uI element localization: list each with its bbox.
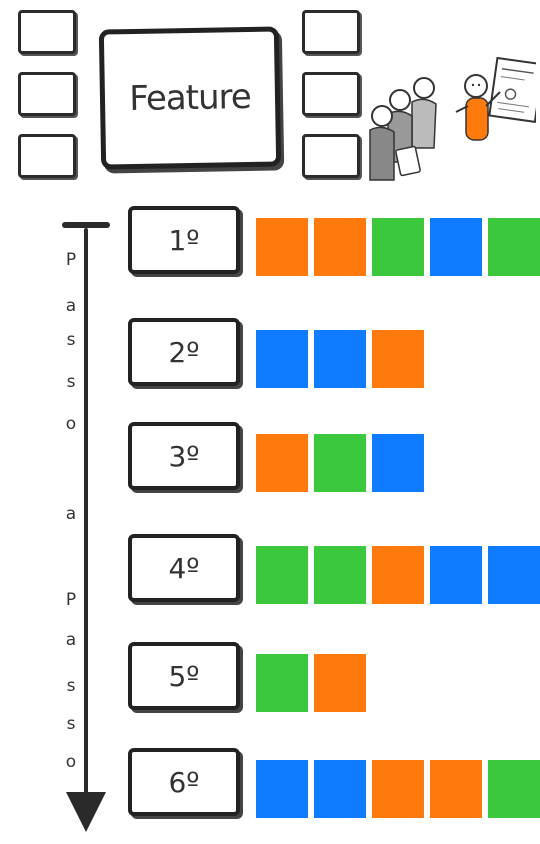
placeholder-card-right-1	[302, 10, 360, 54]
placeholder-card-left-1	[18, 10, 76, 54]
step-label: 4º	[168, 552, 199, 585]
step-block-row-2	[256, 330, 424, 388]
placeholder-card-left-3	[18, 134, 76, 178]
green-block	[256, 546, 308, 604]
step-block-row-3	[256, 434, 424, 492]
placeholder-card-right-2	[302, 72, 360, 116]
blue-block	[256, 330, 308, 388]
feature-label: Feature	[129, 77, 251, 119]
arrow-letter: a	[64, 296, 78, 316]
step-card-4: 4º	[128, 534, 240, 602]
arrow-letter: o	[64, 752, 78, 772]
green-block	[314, 434, 366, 492]
arrow-down-icon	[66, 792, 106, 832]
blue-block	[488, 546, 540, 604]
blue-block	[314, 330, 366, 388]
step-block-row-1	[256, 218, 540, 276]
arrow-letter: s	[64, 372, 78, 392]
orange-block	[256, 434, 308, 492]
arrow-letter: o	[64, 414, 78, 434]
step-card-2: 2º	[128, 318, 240, 386]
arrow-letter: a	[64, 504, 78, 524]
green-block	[488, 760, 540, 818]
step-card-3: 3º	[128, 422, 240, 490]
step-card-6: 6º	[128, 748, 240, 816]
step-block-row-6	[256, 760, 540, 818]
orange-block	[430, 760, 482, 818]
blue-block	[372, 434, 424, 492]
feature-card: Feature	[99, 26, 281, 169]
arrow-letter: P	[64, 590, 78, 610]
placeholder-card-right-3	[302, 134, 360, 178]
green-block	[314, 546, 366, 604]
orange-block	[256, 218, 308, 276]
arrow-letter: s	[64, 676, 78, 696]
step-label: 5º	[168, 660, 199, 693]
blue-block	[430, 546, 482, 604]
step-block-row-4	[256, 546, 540, 604]
team-presentation-illustration	[368, 52, 536, 192]
arrow-letter: s	[64, 330, 78, 350]
step-card-1: 1º	[128, 206, 240, 274]
orange-block	[372, 760, 424, 818]
step-label: 3º	[168, 440, 199, 473]
orange-block	[314, 218, 366, 276]
blue-block	[430, 218, 482, 276]
blue-block	[256, 760, 308, 818]
blue-block	[314, 760, 366, 818]
arrow-letter: P	[64, 250, 78, 270]
arrow-letter: s	[64, 714, 78, 734]
orange-block	[372, 546, 424, 604]
green-block	[256, 654, 308, 712]
orange-block	[372, 330, 424, 388]
step-card-5: 5º	[128, 642, 240, 710]
orange-block	[314, 654, 366, 712]
step-label: 1º	[168, 224, 199, 257]
step-label: 6º	[168, 766, 199, 799]
step-label: 2º	[168, 336, 199, 369]
progress-arrow-line	[84, 228, 88, 800]
green-block	[488, 218, 540, 276]
step-block-row-5	[256, 654, 366, 712]
placeholder-card-left-2	[18, 72, 76, 116]
arrow-letter: a	[64, 630, 78, 650]
green-block	[372, 218, 424, 276]
